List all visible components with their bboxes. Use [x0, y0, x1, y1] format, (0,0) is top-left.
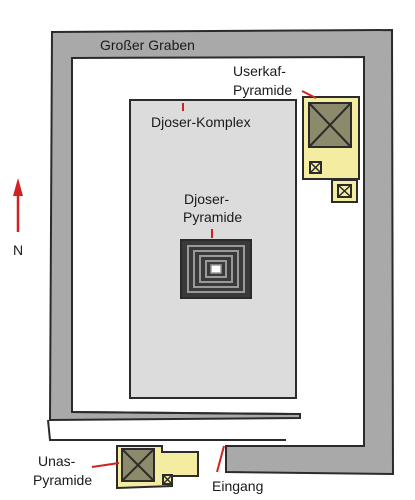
- label-userkaf-pyramide-2: Pyramide: [233, 82, 292, 98]
- label-north: N: [13, 242, 23, 258]
- label-djoser-komplex: Djoser-Komplex: [151, 114, 251, 130]
- userkaf-pyramid: [302, 96, 360, 180]
- label-userkaf-pyramide-1: Userkaf-: [233, 63, 286, 79]
- eingang-leader: [216, 445, 225, 473]
- label-unas-pyramide-2: Pyramide: [33, 472, 92, 488]
- label-grosser-graben: Großer Graben: [100, 37, 195, 53]
- label-djoser-pyramide-2: Pyramide: [183, 209, 242, 225]
- unas-leader: [91, 462, 120, 468]
- moat-outer-outline: [48, 28, 395, 476]
- moat-inner-gap: [71, 411, 289, 415]
- userkaf-leader: [301, 90, 317, 99]
- label-unas-pyramide-1: Unas-: [38, 453, 76, 469]
- label-djoser-pyramide-1: Djoser-: [184, 191, 229, 207]
- label-eingang: Eingang: [212, 478, 263, 494]
- userkaf-satellite-pyramid: [331, 179, 358, 203]
- north-arrow-icon: [13, 178, 23, 232]
- djoser-pyramid: [180, 239, 252, 299]
- unas-pyramid: [116, 445, 199, 490]
- moat-lower-edge: [47, 419, 286, 441]
